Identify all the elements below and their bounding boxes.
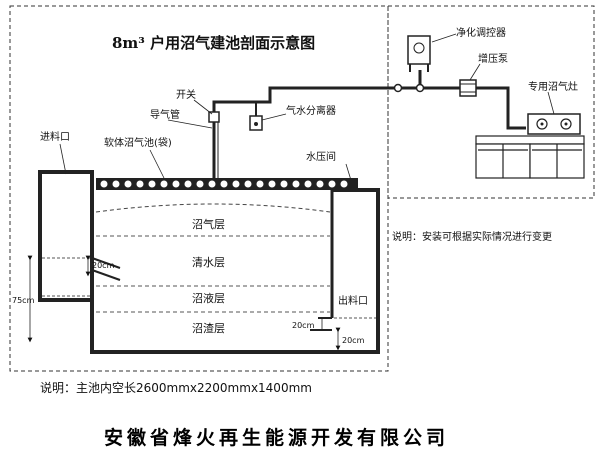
joint-icon: [393, 83, 403, 93]
switch-valve-icon: [208, 111, 220, 123]
layer-label-sludge: 沼渣层: [192, 321, 225, 335]
dimension-lines: [27, 255, 341, 351]
indoor-frame: [387, 5, 595, 199]
kitchen-cabinets: [475, 135, 585, 179]
layer-label-clear-water: 清水层: [192, 256, 225, 269]
layer-label-slurry: 沼液层: [192, 291, 225, 305]
label-pressure-room: 水压间: [306, 150, 336, 163]
dim-20cm-a: 20cm: [92, 261, 115, 270]
company-name: 安徽省烽火再生能源开发有限公司: [104, 426, 449, 449]
dim-75cm: 75cm: [12, 296, 35, 305]
label-inlet: 进料口: [40, 130, 70, 143]
label-purifier: 净化调控器: [456, 26, 506, 39]
booster-pump-icon: [459, 79, 477, 97]
layer-label-gas: 沼气层: [192, 217, 225, 231]
dim-20cm-c: 20cm: [342, 336, 365, 345]
label-gas-pipe: 导气管: [150, 108, 180, 121]
label-booster: 增压泵: [478, 52, 508, 65]
label-separator: 气水分离器: [286, 104, 336, 117]
main-tank: [38, 170, 380, 354]
label-switch: 开关: [176, 88, 196, 101]
stove-icon: [527, 113, 581, 135]
gas-pipe: [212, 86, 395, 178]
label-outlet: 出料口: [338, 294, 368, 307]
diagram-title: 8m³ 户用沼气建池剖面示意图: [112, 34, 315, 52]
label-stove: 专用沼气灶: [528, 80, 578, 93]
label-soft-bag: 软体沼气池(袋): [104, 136, 172, 149]
main-frame: [9, 5, 389, 372]
bottom-note: 说明：主池内空长2600mmx2200mmx1400mm: [40, 380, 312, 395]
dim-20cm-b: 20cm: [292, 321, 315, 330]
indoor-piping: [395, 70, 526, 130]
right-note: 说明：安装可根据实际情况进行变更: [392, 230, 552, 243]
